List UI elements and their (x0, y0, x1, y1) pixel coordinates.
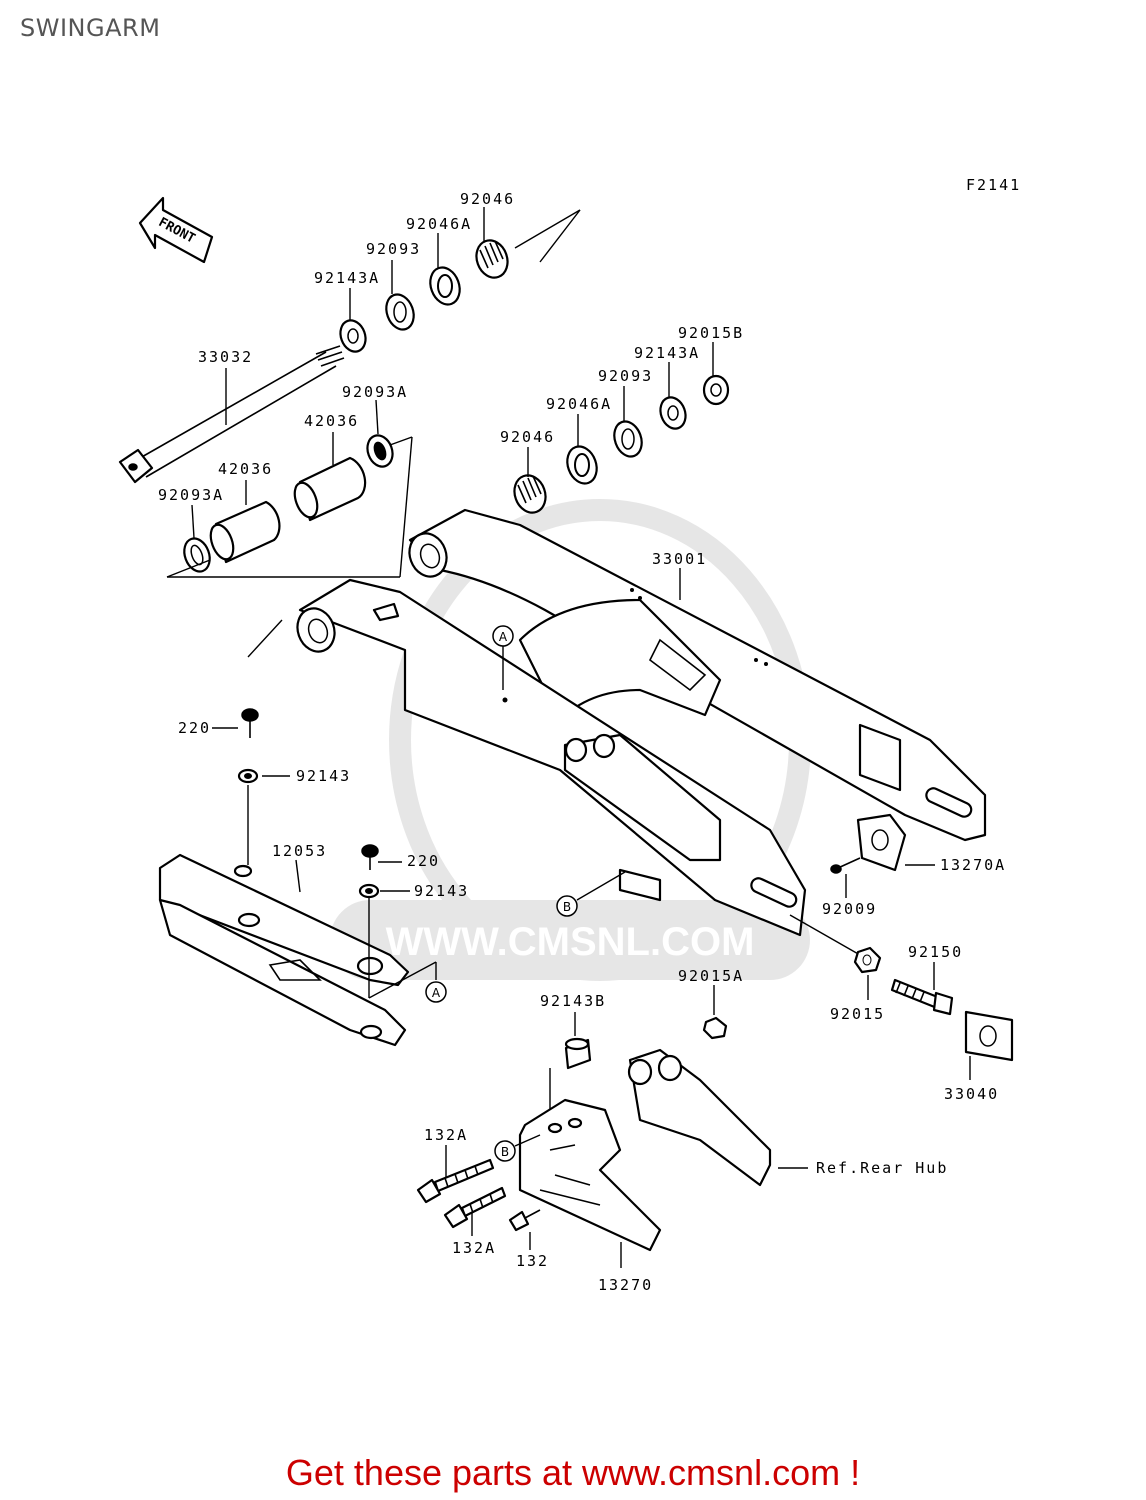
slipper-12053 (158, 853, 410, 1047)
seal-92093-top (385, 260, 415, 331)
page-title: SWINGARM (20, 14, 161, 42)
collar-92143B (549, 1012, 592, 1130)
marker-B-1: B (556, 871, 626, 917)
swingarm-33001 (296, 508, 987, 937)
bolt-220-top (212, 708, 259, 738)
washer-92143-top (237, 768, 290, 865)
pivot-shaft-33032 (118, 345, 345, 484)
watermark-text: WWW.CMSNL.COM (386, 920, 755, 964)
label-ref-rear-hub: Ref.Rear Hub (816, 1159, 948, 1177)
marker-A-1: A (492, 625, 514, 690)
bolt-92150 (890, 962, 954, 1016)
label-132A-top: 132A (424, 1126, 468, 1144)
label-13270: 13270 (598, 1276, 653, 1294)
needle-bearing-92046-right (513, 447, 547, 514)
chain-guide-13270 (518, 1098, 662, 1268)
figure-ref: F2141 (966, 176, 1021, 194)
washer-92143-mid (358, 883, 410, 998)
label-13270A: 13270A (940, 856, 1006, 874)
bolt-132 (508, 1209, 541, 1250)
guide-block-rear (627, 1048, 808, 1187)
label-92015: 92015 (830, 1005, 885, 1023)
label-220-top: 220 (178, 719, 211, 737)
label-92015A: 92015A (678, 967, 744, 985)
collar-92143A-top (339, 288, 367, 353)
needle-bearing-92046-top (475, 207, 581, 279)
label-92046-top: 92046 (460, 190, 515, 208)
label-92046-right: 92046 (500, 428, 555, 446)
label-33001: 33001 (652, 550, 707, 568)
label-92093-right: 92093 (598, 367, 653, 385)
pivot-guide-lines (166, 436, 413, 658)
bearing-92046A-top (429, 233, 461, 306)
label-92143-mid: 92143 (414, 882, 469, 900)
svg-text:A: A (499, 630, 508, 644)
label-92009: 92009 (822, 900, 877, 918)
label-92093A-mid: 92093A (342, 383, 408, 401)
label-132: 132 (516, 1252, 549, 1270)
nut-92015B (702, 342, 730, 406)
svg-text:B: B (501, 1145, 509, 1159)
label-92143-top: 92143 (296, 767, 351, 785)
label-92093A-low: 92093A (158, 486, 224, 504)
seal-92093A-upper (366, 399, 394, 468)
nut-92015A (702, 985, 728, 1040)
label-92093-top: 92093 (366, 240, 421, 258)
label-92143A-top: 92143A (314, 269, 380, 287)
label-92143A-right: 92143A (634, 344, 700, 362)
label-92046A-right: 92046A (546, 395, 612, 413)
marker-A-2: A (425, 981, 447, 1003)
watermark: WWW.CMSNL.COM (330, 499, 811, 981)
nut-92015 (789, 914, 882, 1000)
label-33032: 33032 (198, 348, 253, 366)
footer-link[interactable]: Get these parts at www.cmsnl.com ! (285, 1452, 861, 1493)
collar-42036-upper (293, 432, 367, 522)
label-92143B: 92143B (540, 992, 606, 1010)
label-132A-low: 132A (452, 1239, 496, 1257)
bolt-220-mid (361, 844, 402, 870)
bearing-92046A-right (566, 414, 598, 485)
label-92015B: 92015B (678, 324, 744, 342)
block-33040 (964, 1010, 1014, 1080)
screw-92009 (830, 857, 861, 898)
label-92150: 92150 (908, 943, 963, 961)
collar-92143A-right (659, 362, 687, 430)
label-42036-mid: 42036 (304, 412, 359, 430)
collar-42036-lower (209, 480, 281, 564)
bolt-132A-top (416, 1145, 495, 1204)
front-arrow-icon: FRONT (138, 196, 214, 264)
label-92046A-top: 92046A (406, 215, 472, 233)
label-33040: 33040 (944, 1085, 999, 1103)
label-12053: 12053 (272, 842, 327, 860)
label-42036-low: 42036 (218, 460, 273, 478)
svg-text:A: A (432, 986, 441, 1000)
guide-lines-A (368, 961, 437, 999)
seal-92093-right (613, 386, 643, 458)
label-220-mid: 220 (407, 852, 440, 870)
plate-13270A (856, 813, 935, 872)
marker-B-2: B (494, 1134, 541, 1162)
svg-text:B: B (563, 900, 571, 914)
bolt-132A-low (443, 1186, 507, 1236)
